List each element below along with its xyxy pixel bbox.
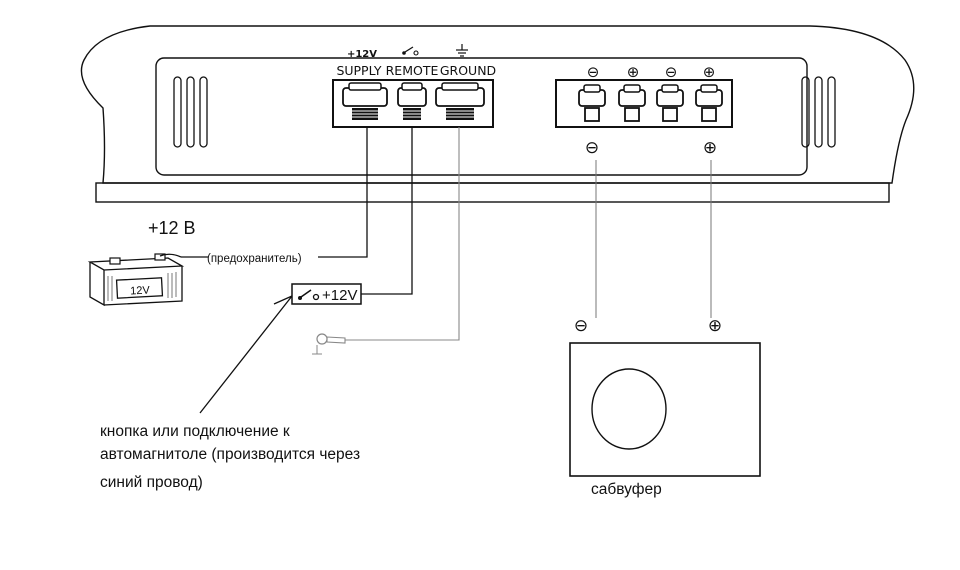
speaker-terminal — [578, 84, 606, 122]
right-vent-slots — [801, 76, 836, 148]
supply-wire — [318, 127, 368, 258]
subwoofer-speaker-cone — [591, 368, 667, 450]
switch-symbol-icon — [402, 46, 419, 56]
subwoofer: ⊖ ⊕ сабвуфер — [569, 316, 761, 498]
remote-switch-label: +12V — [322, 287, 357, 304]
ground-terminal — [435, 82, 485, 120]
speaker-terminal — [618, 84, 646, 122]
ground-label: GROUND — [440, 63, 496, 78]
callout-line-2: автомагнитоле (производится через — [100, 446, 360, 463]
remote-switch: +12V — [291, 283, 362, 305]
remote-terminal — [397, 82, 427, 120]
left-vent-slots — [173, 76, 208, 148]
ground-symbol-icon — [456, 44, 468, 57]
fuse-label: (предохранитель) — [207, 253, 302, 265]
power-terminal-block — [332, 79, 494, 128]
callout-line-3: синий провод) — [100, 474, 203, 491]
supply-voltage-label: +12V — [347, 49, 377, 60]
wires — [181, 127, 712, 341]
callout-line-1: кнопка или подключение к — [100, 423, 290, 440]
ground-wire — [345, 127, 460, 341]
remote-switch-box — [291, 283, 362, 305]
speaker-out-minus-sign: ⊖ — [585, 138, 599, 158]
subwoofer-minus-sign: ⊖ — [574, 316, 588, 336]
callout-leader — [199, 295, 293, 414]
speaker-terminal-sign: ⊕ — [703, 63, 716, 81]
subwoofer-label: сабвуфер — [591, 481, 662, 498]
speaker-terminal-sign: ⊖ — [587, 63, 600, 81]
subwoofer-plus-sign: ⊕ — [708, 316, 722, 336]
battery-case-label: 12V — [130, 284, 151, 297]
amplifier-outline — [80, 25, 915, 184]
amplifier-base-plate — [95, 182, 890, 203]
speaker-terminal — [656, 84, 684, 122]
supply-terminal — [342, 82, 388, 120]
speaker-terminal-block — [555, 79, 733, 128]
battery-voltage-label: +12 В — [148, 218, 196, 238]
speaker-terminal-sign: ⊖ — [665, 63, 678, 81]
speaker-terminal — [695, 84, 723, 122]
speaker-out-plus-sign: ⊕ — [703, 138, 717, 158]
battery-icon — [87, 253, 185, 307]
speaker-terminal-sign: ⊕ — [627, 63, 640, 81]
amplifier-faceplate — [155, 57, 808, 176]
remote-wire — [361, 127, 413, 295]
amplifier: +12V SUPPLY REMOTE GROUND — [80, 25, 915, 203]
supply-label: SUPPLY — [336, 63, 381, 78]
remote-label: REMOTE — [386, 63, 439, 78]
ground-terminal-icon — [312, 333, 346, 355]
switch-icon — [298, 289, 320, 301]
